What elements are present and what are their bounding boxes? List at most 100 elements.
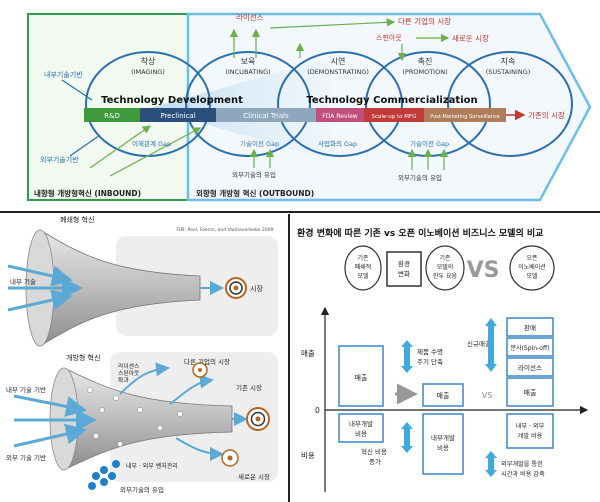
stage-circle-demonstrating <box>277 51 403 157</box>
inbound-arrow-1 <box>89 125 151 169</box>
mid-rd-line2: 비용 <box>437 443 449 452</box>
open-rd-box <box>506 413 554 449</box>
open-arrow-out-up-2 <box>169 374 214 405</box>
other-market-target-core <box>198 368 202 372</box>
outer-tech-base-label: 외부기술기반 <box>40 155 79 164</box>
bar-clinical <box>216 108 316 122</box>
process-diagram-svg: 착상 (IMAGING) 보육 (INCUBATING) 시연 (DEMONST… <box>27 12 592 202</box>
other-company-market-label: 다른 기업의 시장 <box>398 16 451 26</box>
stage-sustaining-label: 지속 <box>501 57 516 66</box>
stage-demonstrating-label: 시연 <box>331 57 346 66</box>
bar-rd <box>84 108 140 122</box>
inbound-label: 내향형 개방형혁신 (INBOUND) <box>34 188 141 198</box>
gap-1: 이해관계 Gap <box>132 139 171 148</box>
open-rd-line1: 내부 · 외부 <box>516 422 545 430</box>
gap-3: 사업화의 Gap <box>318 139 357 148</box>
legacy-rd-line2: 비용 <box>355 429 367 438</box>
license-spinout-1: 라이센스 <box>118 362 140 370</box>
outer-tech-arrow <box>69 134 101 157</box>
legacy-model-line3: 모델 <box>357 272 369 280</box>
internal-tech-label: 내부 기술 <box>10 277 36 286</box>
gap-2: 기술이전 Gap <box>240 139 279 148</box>
legacy-limit-line3: 한두 요음 <box>433 273 457 280</box>
closed-arrow-3 <box>7 289 73 312</box>
legacy-limit-line1: 기존 <box>439 254 451 262</box>
other-market-label: 다른 기업의 시장 <box>184 357 230 366</box>
funnel-svg: 폐쇄형 혁신 자료: Pool, Faems, and Vanhaverbeke… <box>6 215 278 494</box>
stage-circle-sustaining <box>447 51 573 157</box>
closed-vs-open-funnel-diagram: 폐쇄형 혁신 자료: Pool, Faems, and Vanhaverbeke… <box>0 214 290 502</box>
legacy-model-line1: 기존 <box>357 254 369 262</box>
inflow-bubble <box>92 472 100 480</box>
new-market-label: 새로운 시장 <box>452 33 489 43</box>
open-title: 개방형 혁신 <box>66 353 100 362</box>
existing-market-label: 기존 시장 <box>236 383 262 392</box>
vs-small: VS <box>482 391 493 400</box>
source-note: 자료: Pool, Faems, and Vanhaverbeke 2009 <box>176 226 274 233</box>
open-model-line1: 오픈 <box>526 255 538 262</box>
bar-preclinical <box>140 108 216 122</box>
vs-big: VS <box>467 258 500 283</box>
other-market-arrow <box>269 18 396 29</box>
outer-inflow-2: 외부기술의 유입 <box>398 173 442 182</box>
open-arrow-out-down <box>175 437 224 461</box>
outer-inflow-1: 외부기술의 유입 <box>232 170 276 179</box>
funnel-hole <box>157 425 163 431</box>
gap-4: 기술이전 Gap <box>410 139 449 148</box>
legacy-rd-line1: 내부개발 <box>349 419 373 428</box>
sales-box <box>506 317 554 337</box>
stage-circle-incubating <box>185 51 311 157</box>
internal-base-label: 내부 기술 기반 <box>6 385 46 394</box>
bar-fda-label: FDA Review <box>322 113 357 120</box>
tech-development-title: Technology Development <box>101 95 243 106</box>
funnel-hole <box>87 387 93 393</box>
open-arrow-3 <box>13 423 87 448</box>
funnel-hole <box>117 441 123 447</box>
open-funnel <box>63 367 233 471</box>
stage-promotion-label: 촉진 <box>418 56 433 66</box>
inflow-bubble <box>88 482 96 490</box>
external-inflow-label: 외부기술의 유입 <box>120 485 164 494</box>
closed-funnel <box>39 229 201 347</box>
closed-title: 폐쇄형 혁신 <box>60 215 94 224</box>
closed-arrow-1 <box>7 264 73 287</box>
joint-mgmt-label: 내부 · 외부 벤처관리 <box>126 462 178 470</box>
stage-sustaining-en: (SUSTAINING) <box>486 68 531 76</box>
mid-revenue-label: 매출 <box>437 391 450 400</box>
business-model-comparison: 환경 변화에 따른 기존 vs 오픈 이노베이션 비즈니스 모델의 비교 기존 … <box>291 214 600 502</box>
new-revenue-arrow <box>485 318 497 372</box>
open-innovation-process-diagram: 착상 (IMAGING) 보육 (INCUBATING) 시연 (DEMONST… <box>0 0 600 213</box>
license-spinout-3: 확과 <box>118 376 129 384</box>
lifecycle-line2: 주기 단축 <box>417 357 443 366</box>
inner-tech-base-label: 내부기술기반 <box>44 70 83 79</box>
mid-revenue-box <box>422 383 464 407</box>
inflow-bubble <box>112 460 120 468</box>
legacy-revenue-box <box>338 345 384 407</box>
mid-rd-line1: 내부개발 <box>431 433 455 442</box>
funnel-hole <box>113 395 119 401</box>
open-model-line3: 모델 <box>526 272 538 280</box>
legacy-limit-line2: 모델의 <box>437 263 454 271</box>
new-market-target-core <box>227 455 233 461</box>
inbound-arrow-2 <box>109 127 202 177</box>
legacy-limit-bubble <box>425 245 465 291</box>
funnel-hole <box>99 407 105 413</box>
saving-arrow <box>485 451 497 477</box>
open-rd-line2: 개발 비용 <box>518 432 543 440</box>
outbound-label: 외향형 개방형 혁신 (OUTBOUND) <box>196 188 314 198</box>
saving-line1: 외부개발을 통한 <box>501 460 543 468</box>
closed-market-target-core <box>233 285 239 291</box>
env-change-line1: 환경 <box>398 259 410 268</box>
open-revenue-label: 매출 <box>524 388 537 397</box>
lifecycle-line1: 제품 수명 <box>417 347 443 356</box>
cost-up-line2: 증가 <box>369 457 381 466</box>
open-model-bubble <box>509 245 555 291</box>
axis-revenue: 매출 <box>301 348 315 358</box>
closed-market-label: 시장 <box>250 284 263 293</box>
funnel-hole <box>137 407 143 413</box>
external-base-label: 외부 기술 기반 <box>6 453 46 462</box>
open-model-line2: 이노베이션 <box>518 263 546 271</box>
inner-tech-arrow <box>61 79 93 101</box>
spinoff-box <box>506 337 554 357</box>
legacy-model-line2: 폐쇄적 <box>355 263 372 271</box>
